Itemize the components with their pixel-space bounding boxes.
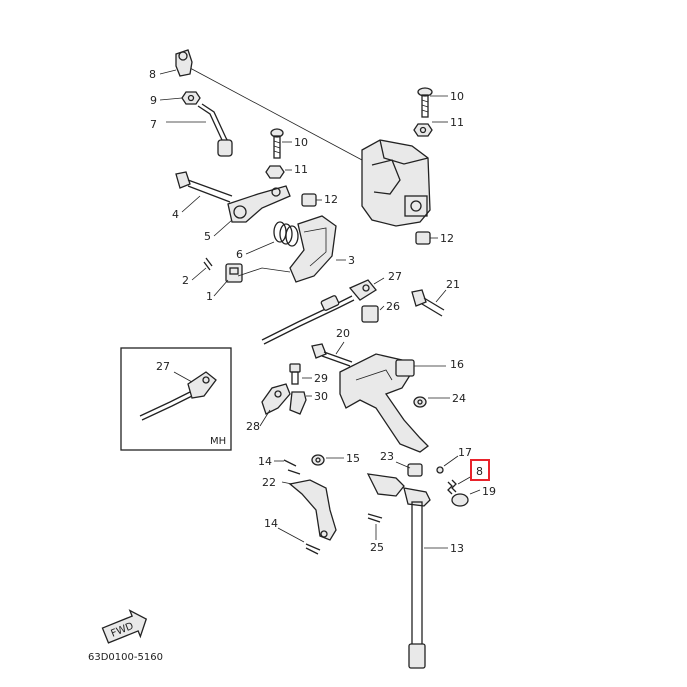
diagram-code: 63D0100-5160 bbox=[88, 652, 163, 663]
shift-lever-16 bbox=[339, 353, 446, 453]
callout-6: 6 bbox=[236, 248, 243, 261]
callout-11-left: 11 bbox=[294, 163, 308, 176]
callout-20: 20 bbox=[336, 327, 350, 340]
inset-variant-label: MH bbox=[210, 436, 226, 447]
callout-10-left: 10 bbox=[294, 136, 308, 149]
nut-11-left bbox=[265, 165, 285, 179]
nut-9 bbox=[181, 91, 201, 105]
callout-14-top: 14 bbox=[258, 455, 272, 468]
callout-28: 28 bbox=[246, 420, 260, 433]
callout-23: 23 bbox=[380, 450, 394, 463]
nut-11-right bbox=[413, 123, 433, 137]
ball-17 bbox=[436, 455, 459, 474]
washer-15 bbox=[311, 454, 325, 466]
bolt-10-right bbox=[417, 87, 433, 118]
collar-12-left bbox=[301, 193, 317, 207]
callout-8-top: 8 bbox=[149, 68, 156, 81]
callout-19: 19 bbox=[482, 485, 496, 498]
callout-30: 30 bbox=[314, 390, 328, 403]
callout-10-right: 10 bbox=[450, 90, 464, 103]
callout-25: 25 bbox=[370, 541, 384, 554]
pins-14-top bbox=[274, 459, 301, 475]
clip-30 bbox=[289, 391, 307, 415]
shift-arm-22 bbox=[288, 479, 337, 541]
bracket-23 bbox=[366, 463, 423, 497]
collar-26 bbox=[361, 305, 385, 323]
callout-3: 3 bbox=[348, 254, 355, 267]
throttle-cable bbox=[261, 295, 355, 345]
fwd-direction-badge: FWD bbox=[101, 609, 148, 644]
callout-9: 9 bbox=[150, 94, 157, 107]
pin-14-bottom bbox=[277, 527, 321, 555]
callout-27: 27 bbox=[388, 270, 402, 283]
callout-24: 24 bbox=[452, 392, 466, 405]
callout-29: 29 bbox=[314, 372, 328, 385]
callout-21: 21 bbox=[446, 278, 460, 291]
callout-5: 5 bbox=[204, 230, 211, 243]
inset-callout-27: 27 bbox=[156, 360, 170, 373]
bolt-29 bbox=[289, 363, 301, 385]
shift-rod-13 bbox=[403, 487, 448, 669]
callout-22: 22 bbox=[262, 476, 276, 489]
throttle-lever-5 bbox=[227, 185, 291, 223]
bolt-10-left bbox=[270, 128, 284, 159]
callout-13: 13 bbox=[450, 542, 464, 555]
spring-8-lower bbox=[447, 475, 473, 495]
throttle-housing bbox=[361, 139, 431, 227]
callout-16: 16 bbox=[450, 358, 464, 371]
callout-15: 15 bbox=[346, 452, 360, 465]
bolt-20 bbox=[311, 343, 353, 367]
pin-25 bbox=[367, 513, 383, 540]
highlight-box bbox=[470, 459, 490, 481]
bracket-1 bbox=[225, 263, 291, 283]
link-28 bbox=[261, 383, 291, 415]
pin-2 bbox=[203, 257, 213, 271]
grommet-8-top bbox=[175, 49, 193, 77]
callout-1: 1 bbox=[206, 290, 213, 303]
callout-12-right: 12 bbox=[440, 232, 454, 245]
bolt-21 bbox=[411, 289, 447, 317]
link-rod-7 bbox=[166, 103, 233, 157]
cable-end-27 bbox=[348, 277, 385, 301]
collar-12-right bbox=[415, 231, 431, 245]
callout-14-bottom: 14 bbox=[264, 517, 278, 530]
callout-17: 17 bbox=[458, 446, 472, 459]
callout-26: 26 bbox=[386, 300, 400, 313]
spring-6 bbox=[245, 221, 299, 255]
callout-8-highlighted: 8 bbox=[476, 465, 483, 478]
callout-12-left: 12 bbox=[324, 193, 338, 206]
washer-24 bbox=[413, 396, 427, 408]
mh-variant-inset bbox=[120, 347, 232, 451]
callout-11-right: 11 bbox=[450, 116, 464, 129]
callout-7: 7 bbox=[150, 118, 157, 131]
cam-plate-3 bbox=[289, 215, 346, 283]
bolt-4 bbox=[175, 171, 233, 213]
callout-4: 4 bbox=[172, 208, 179, 221]
callout-2: 2 bbox=[182, 274, 189, 287]
plug-19 bbox=[451, 489, 481, 507]
